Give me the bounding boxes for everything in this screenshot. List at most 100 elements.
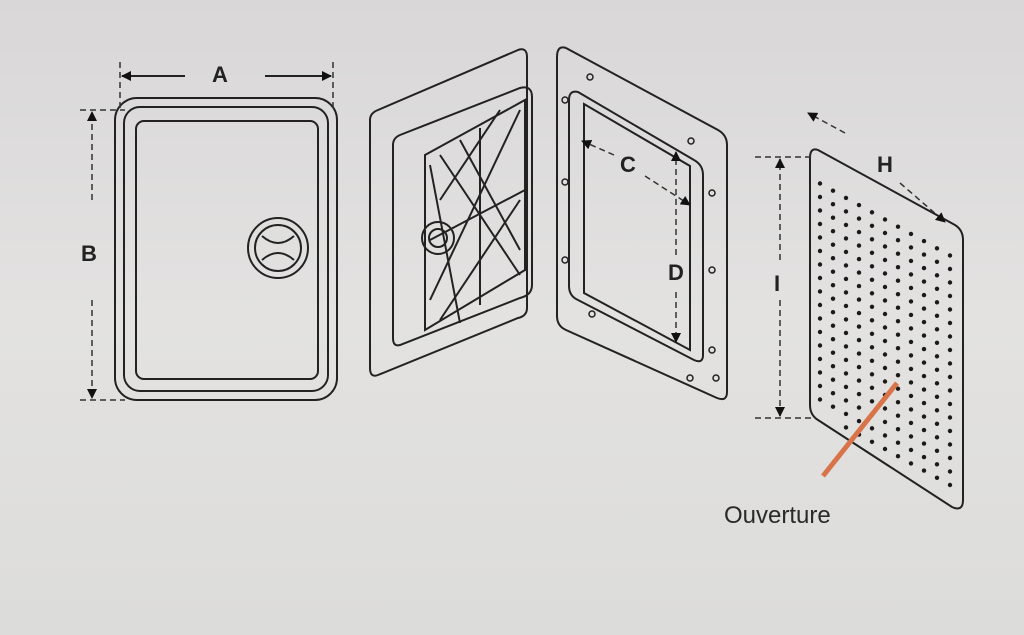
perforation-dot — [921, 265, 927, 271]
perforation-dot — [817, 181, 823, 186]
perforation-dot — [817, 397, 823, 402]
perforation-dot — [895, 292, 901, 297]
perforation-dot — [856, 418, 862, 424]
perforation-dot — [882, 257, 888, 263]
perforation-dot — [934, 435, 940, 440]
perforation-dot — [856, 378, 862, 383]
perforation-dot — [947, 293, 953, 299]
perforation-dot — [908, 420, 914, 426]
perforation-dot — [817, 316, 823, 321]
perforation-dot — [908, 258, 914, 264]
perforation-dot — [934, 286, 940, 291]
perforation-dot — [947, 388, 953, 393]
perforation-dot — [934, 381, 940, 386]
perforation-dot — [830, 364, 836, 369]
perforation-dot — [934, 354, 940, 359]
perforation-dot — [856, 310, 862, 316]
perforation-dot — [869, 385, 875, 390]
perforation-dot — [882, 325, 888, 330]
perforation-dot — [843, 317, 849, 322]
perforation-dot — [882, 311, 888, 317]
frame-view — [556, 46, 728, 401]
perforation-dot — [843, 276, 849, 282]
perforation-dot — [830, 283, 836, 288]
perforation-dot — [817, 343, 823, 348]
perforation-dot — [934, 259, 940, 264]
perforation-dot — [934, 273, 940, 278]
perforation-dot — [921, 238, 927, 244]
perforation-dot — [947, 469, 953, 474]
perforation-dot — [921, 292, 927, 298]
perforation-dot — [882, 406, 888, 411]
perforation-dot — [830, 256, 836, 261]
perforation-dot — [843, 425, 849, 430]
perforation-dot — [895, 265, 901, 270]
opening-caption: Ouverture — [724, 502, 831, 529]
perforation-dot — [817, 262, 823, 267]
perforation-dot — [830, 269, 836, 274]
perforation-dot — [921, 400, 927, 406]
perforation-dot — [856, 351, 862, 356]
handle-icon — [247, 217, 309, 279]
perforation-dot — [895, 400, 901, 405]
perforation-dot — [921, 468, 927, 473]
perforation-dot — [921, 319, 927, 325]
perforation-dot — [882, 433, 888, 438]
perforation-dot — [869, 250, 875, 255]
perforation-dot — [830, 229, 836, 234]
perforation-dot — [934, 340, 940, 345]
perforation-dot — [908, 231, 914, 237]
perforation-dot — [895, 332, 901, 337]
perforation-dot — [869, 304, 875, 309]
perforation-dot — [830, 377, 836, 382]
perforation-dot — [908, 326, 914, 331]
dimension-label-h: H — [877, 152, 893, 177]
perforation-dot — [869, 291, 875, 296]
perforation-dot — [882, 230, 888, 236]
perforation-dot — [843, 344, 849, 349]
perforation-dot — [947, 374, 953, 380]
perforation-dot — [947, 415, 953, 420]
perforation-dot — [843, 371, 849, 376]
perforation-dot — [947, 482, 953, 488]
perforation-dot — [921, 306, 927, 311]
perforation-dot — [908, 461, 914, 466]
hatch-front-view — [80, 62, 338, 401]
perforation-dot — [921, 360, 927, 365]
perforation-dot — [895, 359, 901, 364]
perforation-dot — [830, 310, 836, 315]
perforation-dot — [882, 284, 888, 290]
perforation-dot — [856, 216, 862, 221]
perforation-dot — [882, 298, 888, 303]
perforation-dot — [895, 386, 901, 391]
perforation-dot — [869, 439, 875, 444]
perforation-dot — [947, 455, 953, 461]
perforation-dot — [921, 279, 927, 284]
perforation-dot — [882, 244, 888, 249]
perforation-dot — [882, 352, 888, 357]
perforation-dot — [830, 323, 836, 328]
perforation-dot — [817, 302, 823, 308]
perforation-dot — [947, 347, 953, 353]
perforation-dot — [843, 222, 849, 228]
perforation-dot — [947, 361, 953, 366]
perforation-dot — [869, 223, 875, 228]
perforation-dot — [856, 324, 862, 329]
perforation-dot — [817, 248, 823, 254]
perforation-dot — [856, 337, 862, 343]
perforation-dot — [817, 221, 823, 227]
perforation-dot — [830, 215, 836, 220]
perforation-dot — [856, 283, 862, 289]
perforation-dot — [869, 210, 875, 215]
perforation-dot — [843, 236, 849, 241]
perforation-dot — [830, 391, 836, 396]
perforation-dot — [947, 401, 953, 407]
perforation-dot — [908, 339, 914, 345]
perforation-dot — [869, 358, 875, 363]
perforation-dot — [843, 290, 849, 295]
perforation-dot — [934, 246, 940, 251]
perforation-dot — [882, 379, 888, 384]
perforation-dot — [934, 421, 940, 426]
perforation-dot — [856, 256, 862, 262]
perforation-dot — [934, 367, 940, 372]
